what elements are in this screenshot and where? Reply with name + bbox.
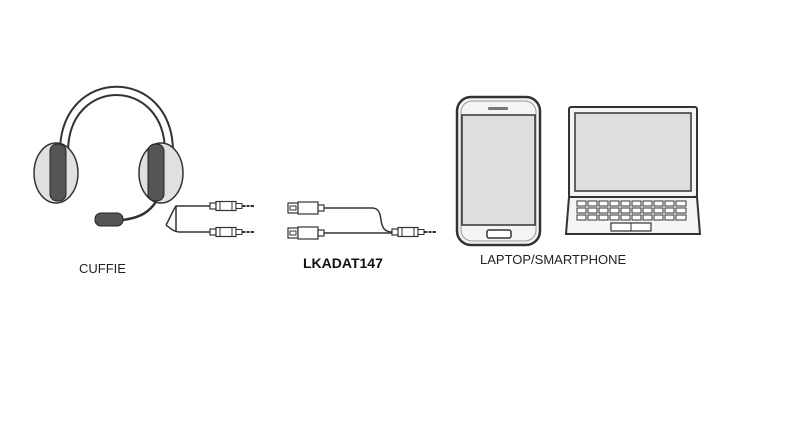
cable-icon	[165, 200, 255, 238]
laptop-keyboard	[576, 200, 687, 221]
headset-plug-bottom	[209, 226, 255, 238]
headset-label: CUFFIE	[79, 261, 126, 276]
adapter-socket-top	[287, 201, 325, 215]
smartphone-icon	[455, 95, 542, 247]
headset-plug-top	[209, 200, 255, 212]
devices-label: LAPTOP/SMARTPHONE	[480, 252, 627, 267]
laptop-icon	[564, 106, 702, 235]
splitter-adapter-icon	[287, 201, 437, 240]
headset-icon	[33, 85, 184, 227]
adapter-plug	[391, 226, 437, 238]
adapter-label: LKADAT147	[303, 255, 383, 271]
adapter-socket-bottom	[287, 226, 325, 240]
